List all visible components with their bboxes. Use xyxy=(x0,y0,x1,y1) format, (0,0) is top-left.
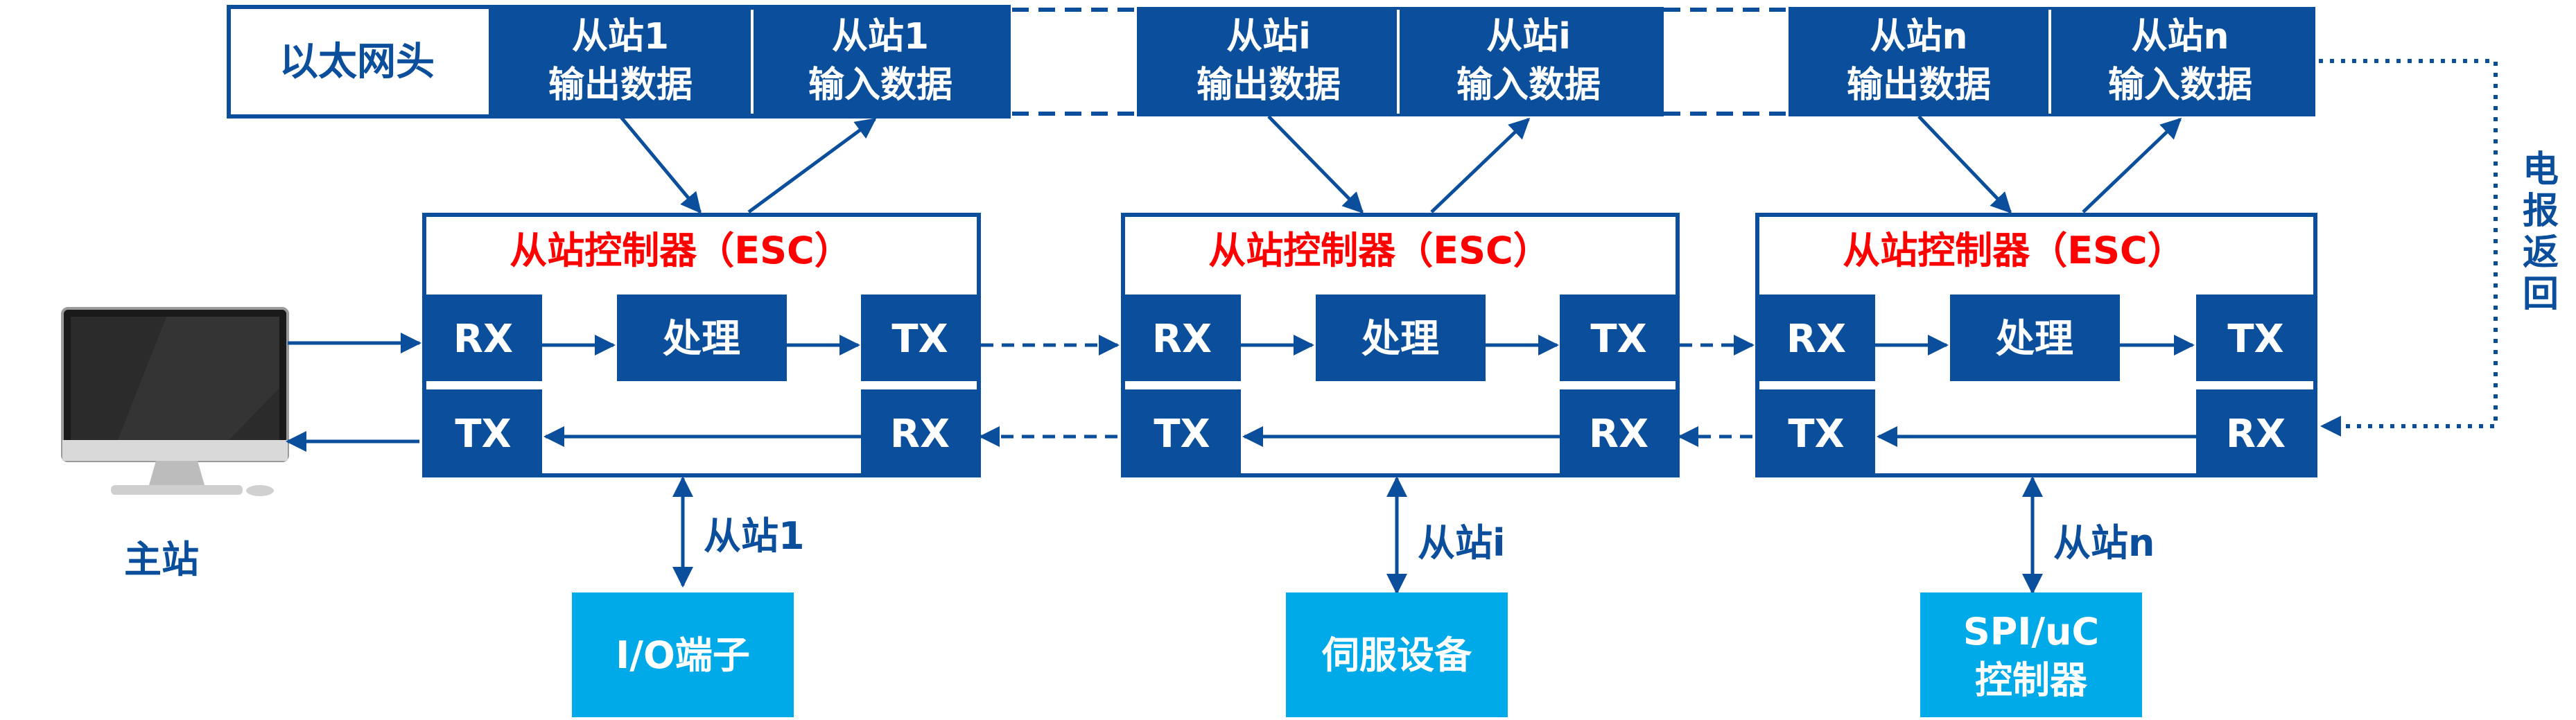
slave-1-input-line1: 从站1 xyxy=(832,16,929,58)
output-data-arrow-n xyxy=(1917,115,2012,214)
return-char-1: 电 xyxy=(2523,149,2559,191)
esc-i-rx-label: RX xyxy=(1152,317,1212,362)
screen-reflection xyxy=(118,317,279,440)
esc-i-rx2-port xyxy=(1560,389,1678,475)
slave-i-input-line1: 从站i xyxy=(1486,16,1571,58)
input-data-arrow-n xyxy=(2082,117,2182,213)
esc-i-tx2-label: TX xyxy=(1154,412,1210,457)
slave-i-output-line2: 输出数据 xyxy=(1196,64,1341,106)
esc-i-title: 从站控制器（ESC） xyxy=(1208,229,1550,272)
keyboard-icon xyxy=(111,485,243,495)
esc-n-rx-port xyxy=(1757,295,1875,381)
esc-slave-n: 从站控制器（ESC） RX 处理 TX TX RX xyxy=(1755,213,2317,477)
output-data-arrow-i xyxy=(1267,115,1364,214)
esc-i-tx-port xyxy=(1560,295,1678,381)
device-io-terminal xyxy=(572,592,794,717)
esc-n-tx-label: TX xyxy=(2227,317,2283,362)
esc-n-tx2-label: TX xyxy=(1788,412,1844,457)
device-servo-label: 伺服设备 xyxy=(1321,633,1472,677)
slave-i-output-line1: 从站i xyxy=(1226,16,1311,58)
esc-i-rx-port xyxy=(1123,295,1241,381)
esc-n-tx-port xyxy=(2196,295,2315,381)
esc-1-process-label: 处理 xyxy=(663,317,740,362)
slave-1-input-line2: 输入数据 xyxy=(808,64,952,106)
return-char-2: 报 xyxy=(2523,191,2559,232)
master-label: 主站 xyxy=(124,538,199,581)
monitor-stand xyxy=(149,461,204,485)
device-spi-controller-line1: SPI/uC xyxy=(1963,610,2099,653)
slave-1-label: 从站1 xyxy=(704,514,805,558)
output-data-arrow-1 xyxy=(619,115,702,214)
monitor-chin xyxy=(62,440,288,461)
ethernet-header-label: 以太网头 xyxy=(279,39,435,85)
slave-n-input-line2: 输入数据 xyxy=(2108,64,2252,106)
esc-n-rx2-port xyxy=(2196,389,2315,475)
slave-n-output-line2: 输出数据 xyxy=(1847,64,1991,106)
device-spi-controller xyxy=(1920,592,2142,717)
esc-1-title: 从站控制器（ESC） xyxy=(510,229,851,272)
esc-1-rx2-port xyxy=(861,389,979,475)
slave-i-input-line2: 输入数据 xyxy=(1456,64,1601,106)
esc-i-tx-label: TX xyxy=(1590,317,1646,362)
esc-n-process-box xyxy=(1950,295,2120,381)
esc-1-rx2-label: RX xyxy=(890,412,950,457)
esc-i-tx2-port xyxy=(1123,389,1241,475)
slave-n-output-line1: 从站n xyxy=(1870,16,1967,58)
ethercat-frame: 以太网头 从站1 输出数据 从站1 输入数据 从站i 输出数据 从站i 输入数据… xyxy=(227,5,2315,118)
esc-slave-i: 从站控制器（ESC） RX 处理 TX TX RX xyxy=(1121,213,1680,477)
slave-1-output-cell xyxy=(489,7,752,116)
esc-i-process-label: 处理 xyxy=(1361,317,1439,362)
esc-1-tx-label: TX xyxy=(891,317,948,362)
slave-n-input-line1: 从站n xyxy=(2131,16,2229,58)
esc-1-tx2-port xyxy=(424,389,542,475)
esc-n-rx-label: RX xyxy=(1786,317,1846,362)
esc-n-process-label: 处理 xyxy=(1996,317,2073,362)
return-char-4: 回 xyxy=(2523,274,2559,315)
frame-segment-i xyxy=(1137,7,1664,116)
esc-1-tx2-label: TX xyxy=(455,412,511,457)
esc-1-tx-port xyxy=(861,295,979,381)
slave-n-label: 从站n xyxy=(2053,521,2155,565)
esc-1-process-box xyxy=(617,295,787,381)
input-data-arrow-i xyxy=(1430,117,1531,213)
esc-i-process-box xyxy=(1316,295,1486,381)
esc-n-title: 从站控制器（ESC） xyxy=(1843,229,2184,272)
input-data-arrow-1 xyxy=(747,117,877,214)
device-servo xyxy=(1286,592,1508,717)
slave-1-input-cell xyxy=(752,7,1009,116)
frame-segment-n xyxy=(1789,7,2315,116)
slave-i-label: 从站i xyxy=(1418,521,1506,565)
telegram-return-line xyxy=(2319,59,2498,437)
esc-slave-1: 从站控制器（ESC） RX 处理 TX TX RX xyxy=(422,213,981,477)
slave-1-output-line2: 输出数据 xyxy=(548,64,693,106)
esc-n-rx2-label: RX xyxy=(2226,412,2286,457)
mouse-icon xyxy=(246,485,274,496)
device-io-terminal-label: I/O端子 xyxy=(616,633,750,677)
master-pc xyxy=(61,307,289,496)
device-spi-controller-line2: 控制器 xyxy=(1975,658,2088,702)
return-char-3: 返 xyxy=(2523,232,2559,274)
esc-i-rx2-label: RX xyxy=(1589,412,1648,457)
slave-1-output-line1: 从站1 xyxy=(572,16,669,58)
esc-1-rx-port xyxy=(424,295,542,381)
esc-1-rx-label: RX xyxy=(453,317,513,362)
esc-n-tx2-port xyxy=(1757,389,1875,475)
